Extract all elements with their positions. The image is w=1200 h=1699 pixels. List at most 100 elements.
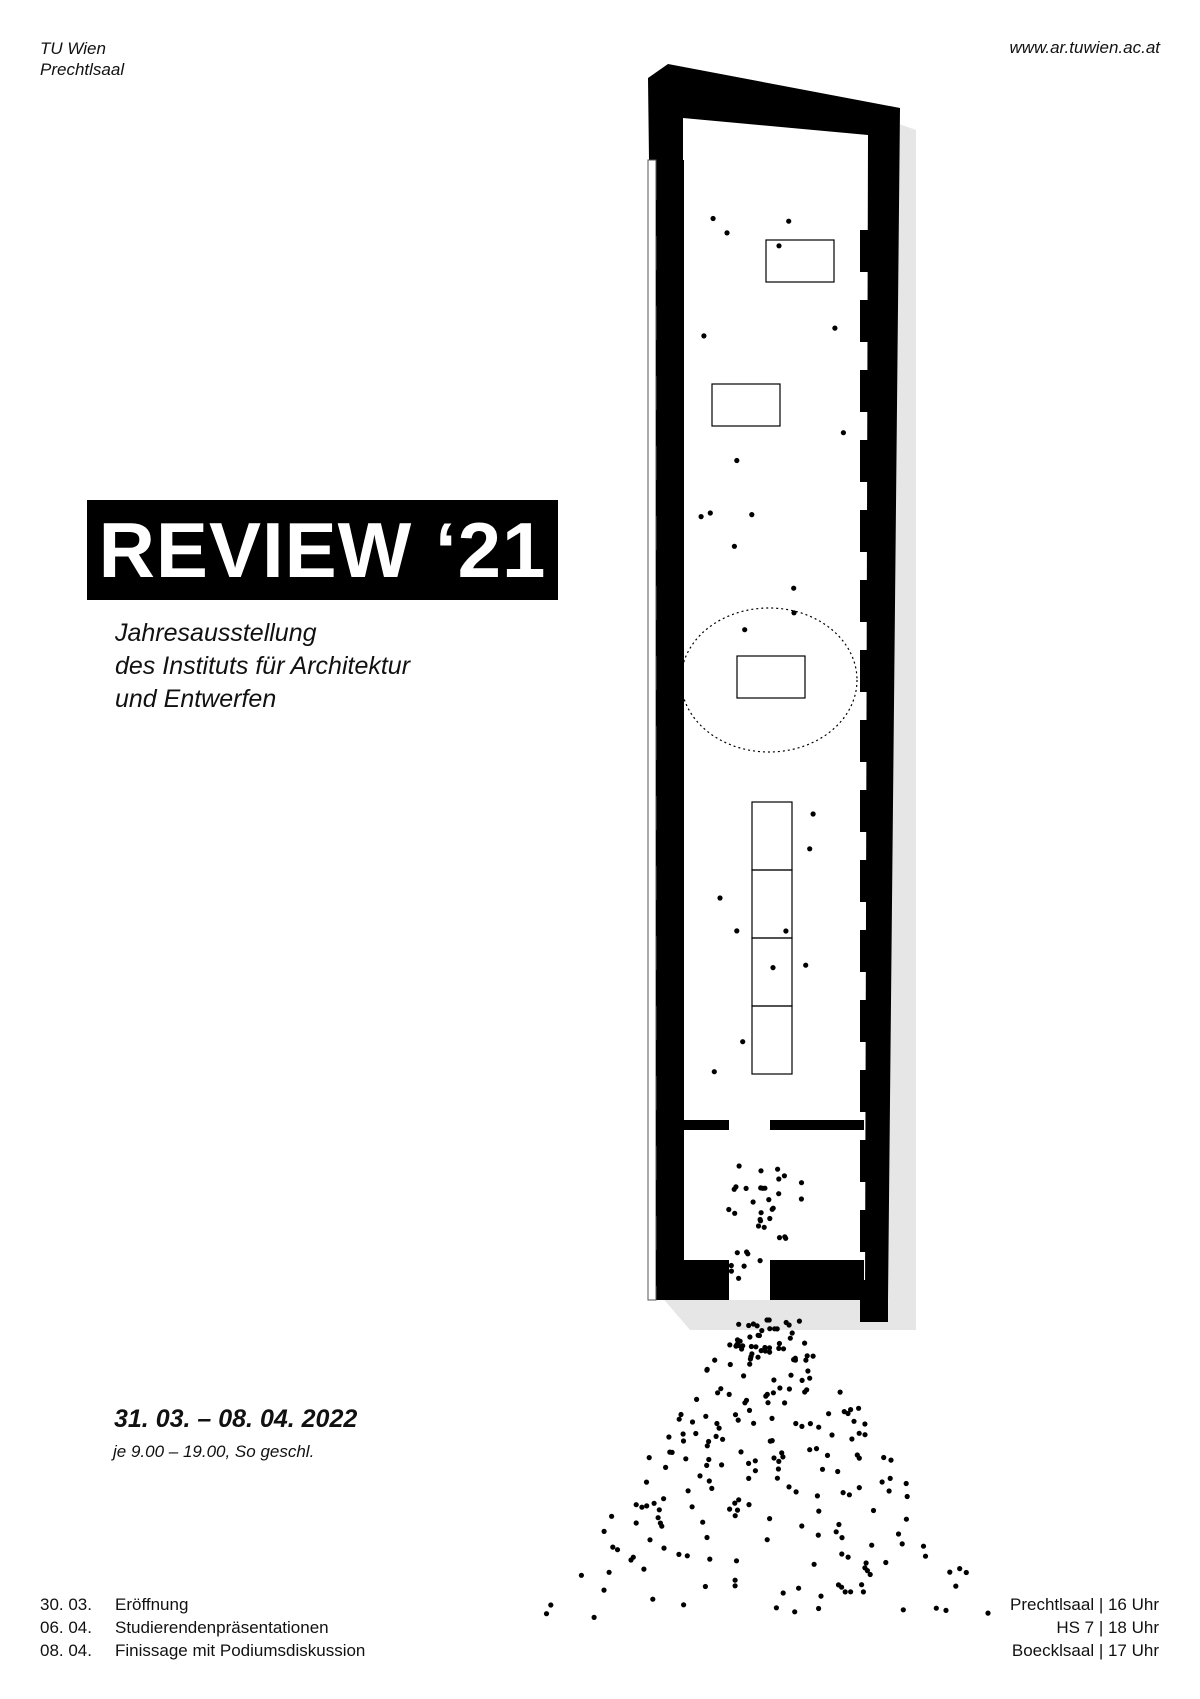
visitor-dot bbox=[846, 1492, 853, 1498]
visitor-dot bbox=[796, 1318, 803, 1324]
visitor-dot bbox=[591, 1614, 597, 1620]
visitor-dot bbox=[772, 1326, 778, 1332]
pier-right bbox=[860, 300, 888, 342]
visitor-dot bbox=[799, 1523, 805, 1529]
visitor-dot bbox=[786, 1484, 792, 1490]
visitor-dot bbox=[764, 1391, 770, 1397]
visitor-dot bbox=[807, 1447, 813, 1453]
hall-window-strip bbox=[647, 159, 657, 1301]
visitor-dot bbox=[776, 1176, 782, 1182]
visitor-dot bbox=[644, 1503, 650, 1509]
window-piers bbox=[656, 200, 888, 1322]
visitor-dot bbox=[710, 215, 716, 222]
visitor-dot bbox=[738, 1449, 744, 1455]
visitor-dot bbox=[856, 1430, 862, 1436]
visitor-dot bbox=[655, 1515, 661, 1521]
visitor-dot bbox=[663, 1464, 669, 1470]
visitor-dot bbox=[746, 1407, 753, 1413]
visitor-dot bbox=[826, 1411, 832, 1417]
visitor-dot bbox=[749, 511, 755, 518]
visitor-dot bbox=[769, 1415, 775, 1421]
pier-left bbox=[656, 760, 684, 796]
visitor-dot bbox=[643, 1479, 650, 1485]
visitor-dot bbox=[870, 1507, 877, 1514]
visitor-dot bbox=[750, 1321, 757, 1327]
visitor-dot bbox=[900, 1607, 906, 1613]
pier-right bbox=[860, 1210, 888, 1252]
visitor-dot bbox=[770, 1205, 776, 1211]
visitor-dot bbox=[736, 1163, 742, 1169]
visitor-dot bbox=[753, 1344, 759, 1350]
visitor-dot bbox=[835, 1582, 842, 1588]
visitor-dot bbox=[814, 1493, 821, 1499]
visitor-dot bbox=[614, 1547, 621, 1553]
pier-left bbox=[656, 830, 684, 866]
event-list: 30. 03. Eröffnung 06. 04. Studierendenpr… bbox=[40, 1593, 365, 1662]
pier-left bbox=[656, 620, 684, 656]
visitor-dot bbox=[606, 1569, 612, 1575]
visitor-dot bbox=[647, 1537, 653, 1543]
visitor-dot bbox=[770, 965, 776, 971]
visitor-dot bbox=[796, 1260, 802, 1266]
visitor-dot bbox=[810, 1353, 816, 1359]
visitor-dot bbox=[732, 1513, 738, 1519]
visitor-dot bbox=[656, 1507, 662, 1513]
visitor-dot bbox=[732, 1210, 738, 1216]
visitor-dot bbox=[777, 1385, 783, 1391]
visitor-dot bbox=[775, 1466, 782, 1472]
event-row: 06. 04. Studierendenpräsentationen bbox=[40, 1616, 365, 1639]
visitor-dot bbox=[813, 1446, 820, 1452]
visitor-dot bbox=[718, 1386, 724, 1392]
visitor-dot bbox=[781, 1173, 788, 1179]
visitor-dot bbox=[787, 1335, 793, 1341]
visitor-dot bbox=[773, 1605, 780, 1611]
visitor-dot bbox=[651, 1500, 657, 1506]
website-url[interactable]: www.ar.tuwien.ac.at bbox=[1009, 38, 1160, 57]
pier-left bbox=[656, 970, 684, 1006]
visitor-dot bbox=[716, 1425, 722, 1431]
pier-left bbox=[656, 340, 684, 376]
visitor-dot bbox=[693, 1430, 699, 1437]
visitor-dot bbox=[816, 1424, 822, 1430]
visitor-dot bbox=[803, 962, 809, 968]
visitor-dot bbox=[704, 1534, 710, 1541]
visitor-dot bbox=[757, 1216, 763, 1223]
visitor-dot bbox=[845, 1410, 851, 1417]
visitor-dot bbox=[707, 510, 713, 516]
visitor-dot bbox=[764, 1317, 770, 1323]
visitor-dot bbox=[776, 1235, 783, 1241]
visitor-dot bbox=[735, 1417, 741, 1423]
visitor-dot bbox=[736, 1321, 742, 1327]
visitor-dot bbox=[739, 1346, 745, 1352]
visitor-dot bbox=[824, 1452, 831, 1458]
visitor-dot bbox=[802, 1389, 808, 1395]
visitor-dot bbox=[734, 928, 740, 934]
visitor-dot bbox=[776, 1340, 783, 1347]
visitor-dot bbox=[762, 1344, 768, 1351]
visitor-dot bbox=[646, 1455, 652, 1461]
visitor-dot bbox=[791, 1357, 797, 1363]
visitor-dot bbox=[947, 1569, 953, 1575]
visitor-dot bbox=[751, 1420, 757, 1426]
header-institution-block: TU Wien Prechtlsaal bbox=[40, 38, 124, 80]
event-row: 30. 03. Eröffnung bbox=[40, 1593, 365, 1616]
visitor-dot bbox=[895, 1531, 902, 1537]
visitor-dot bbox=[933, 1605, 939, 1611]
visitor-dot bbox=[862, 1432, 868, 1438]
visitor-dot bbox=[714, 1420, 720, 1427]
pier-right bbox=[860, 650, 888, 692]
visitor-dot bbox=[689, 1504, 695, 1510]
visitor-dot bbox=[757, 1258, 763, 1264]
visitor-dot bbox=[860, 1589, 867, 1595]
visitor-dot bbox=[782, 1400, 788, 1406]
pier-right bbox=[860, 440, 888, 482]
visitor-dot bbox=[797, 1273, 803, 1279]
visitor-dot bbox=[767, 1215, 773, 1222]
visitor-dot bbox=[835, 1468, 841, 1475]
pier-left bbox=[656, 410, 684, 446]
pier-left bbox=[656, 1110, 684, 1146]
visitor-dot bbox=[804, 1353, 810, 1359]
pier-right bbox=[860, 720, 888, 762]
visitor-dot bbox=[869, 1542, 875, 1548]
visitor-dot bbox=[863, 1560, 869, 1566]
